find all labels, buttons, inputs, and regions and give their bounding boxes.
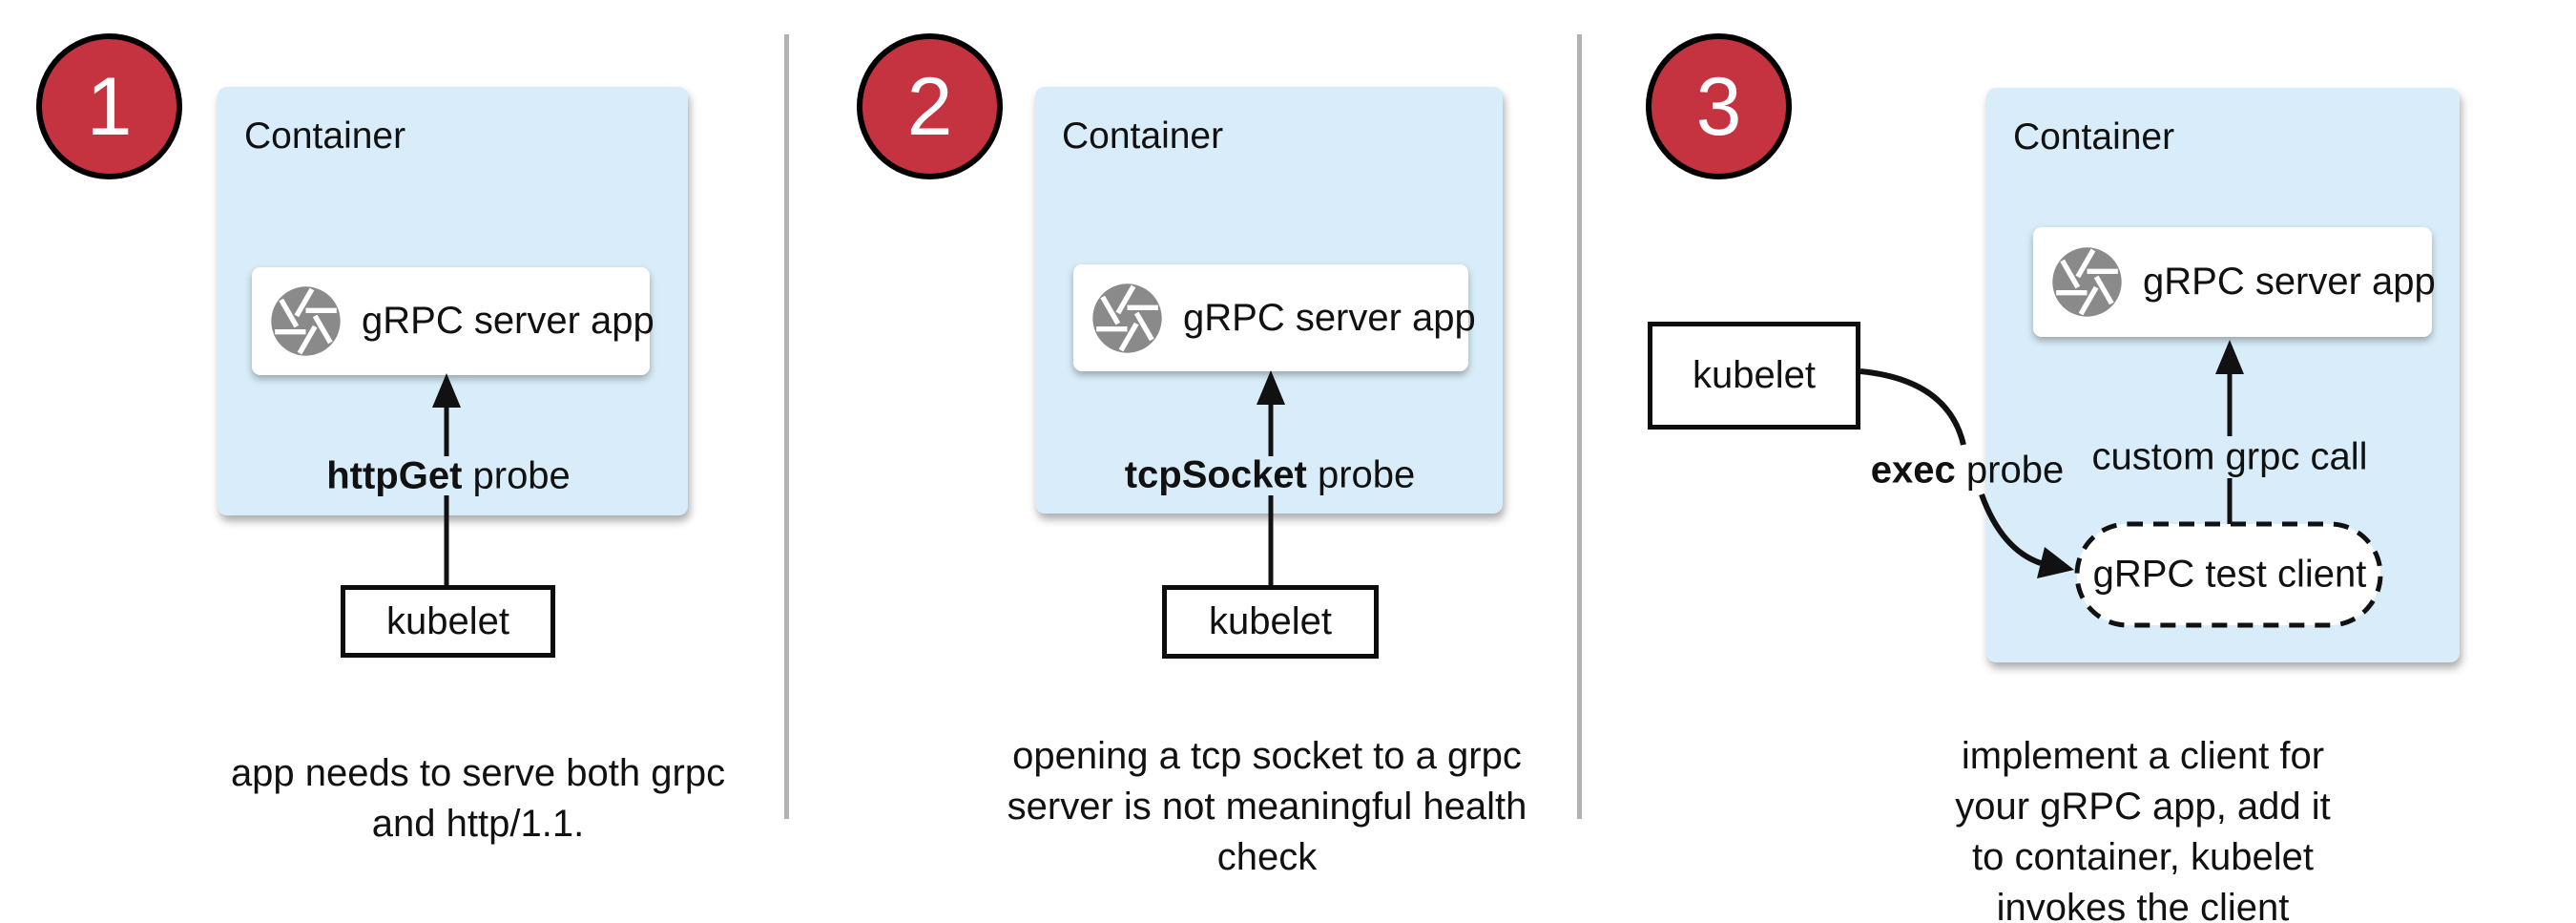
kubelet-label: kubelet [1693, 354, 1816, 396]
step-number: 2 [906, 60, 953, 153]
container-label: Container [2013, 116, 2175, 157]
app-label: gRPC server app [362, 300, 654, 342]
kubelet-box-2: kubelet [1162, 585, 1379, 659]
probe-suffix: probe [1306, 453, 1416, 496]
shutter-icon [1091, 282, 1164, 355]
kubelet-label: kubelet [386, 599, 509, 642]
kubelet-box-3: kubelet [1648, 322, 1860, 430]
step-2-badge: 2 [857, 33, 1003, 179]
kubelet-box-1: kubelet [341, 585, 555, 658]
probe-keyword: httpGet [326, 454, 463, 497]
caption-1: app needs to serve both grpc and http/1.… [230, 752, 726, 845]
step-number: 1 [86, 60, 133, 153]
exec-arrow-curve [1859, 368, 1966, 446]
caption-3: implement a client for your gRPC app, ad… [1955, 735, 2331, 923]
kubelet-label: kubelet [1209, 600, 1332, 642]
grpc-server-card-2: gRPC server app [1073, 264, 1476, 371]
grpc-test-client-label: gRPC test client [2092, 553, 2367, 596]
container-label: Container [244, 115, 406, 157]
probe-label-2: tcpSocket probe [1125, 454, 1416, 497]
step-1-badge: 1 [36, 33, 182, 179]
step-3-badge: 3 [1646, 33, 1792, 179]
app-label: gRPC server app [2143, 261, 2436, 303]
caption-2: opening a tcp socket to a grpc server is… [1007, 735, 1527, 878]
probe-keyword: tcpSocket [1124, 453, 1307, 496]
probe-suffix: probe [1955, 449, 2065, 492]
panel-divider [784, 34, 789, 819]
grpc-server-card-3: gRPC server app [2033, 227, 2436, 337]
probe-keyword: exec [1870, 449, 1956, 492]
probe-suffix: probe [462, 454, 571, 497]
step-number: 3 [1695, 60, 1742, 153]
app-label: gRPC server app [1183, 296, 1476, 339]
container-label: Container [1062, 115, 1224, 157]
shutter-icon [269, 284, 343, 358]
grpc-server-card-1: gRPC server app [252, 267, 654, 375]
probe-label-3: exec probe [1871, 450, 2064, 493]
shutter-icon [2050, 245, 2124, 319]
panel-divider [1577, 34, 1582, 819]
custom-grpc-call-label: custom grpc call [2091, 435, 2368, 478]
probe-label-1: httpGet probe [326, 455, 571, 498]
